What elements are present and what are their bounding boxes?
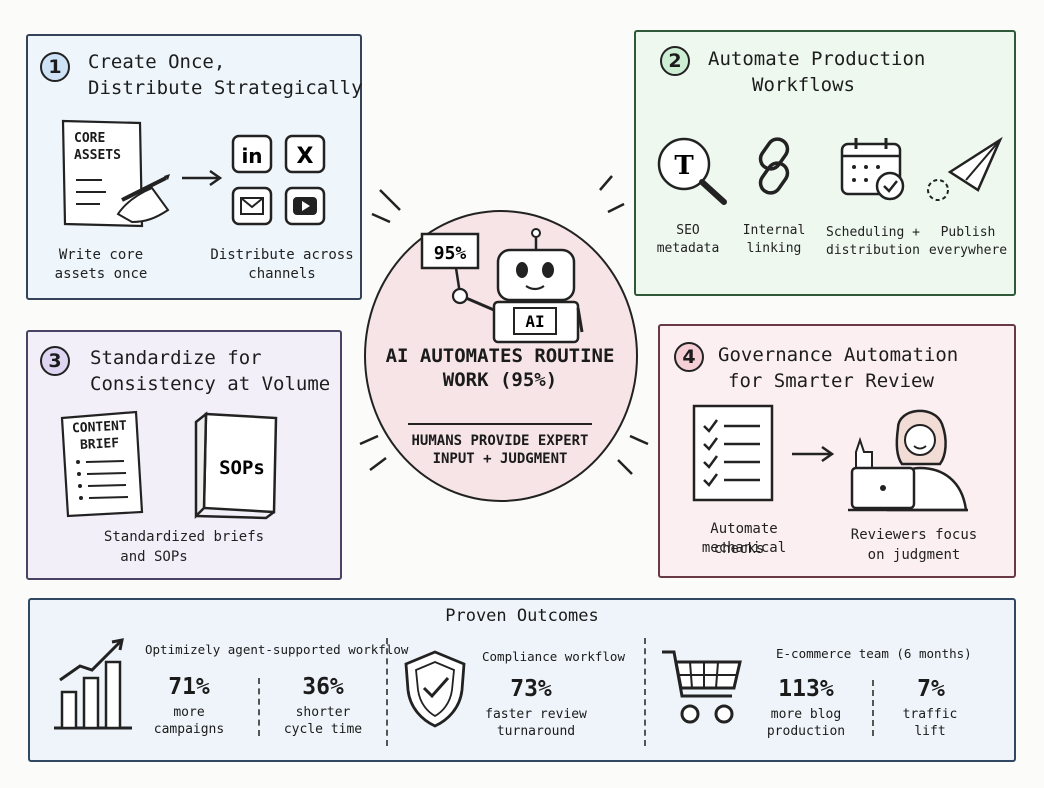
step-number-2: 2 — [660, 46, 690, 76]
stat-71-value: 71% — [168, 674, 210, 700]
stat-113-label-line2: production — [766, 724, 846, 739]
panel2-title-line1: Automate Production — [708, 48, 926, 70]
automate-checks-caption-line1: Automate mechanical — [701, 521, 787, 556]
panel-proven-outcomes — [28, 598, 1016, 762]
core-assets-label-line2: ASSETS — [74, 148, 121, 163]
video-icon — [284, 186, 326, 226]
stat-7-label-line1: traffic — [902, 707, 958, 722]
group3-label: E-commerce team (6 months) — [776, 646, 972, 661]
distribute-caption-line1: Distribute across — [210, 247, 354, 263]
growth-chart-icon — [54, 638, 132, 730]
core-assets-label-line1: CORE — [74, 131, 106, 146]
write-core-caption-line1: Write core — [58, 247, 144, 263]
panel3-title-line1: Standardize for — [90, 347, 262, 369]
robot-chest-label: AI — [525, 312, 544, 331]
email-icon — [231, 186, 273, 226]
stat-71-label-line2: campaigns — [153, 722, 225, 737]
document-writing-icon — [61, 119, 170, 228]
checklist-icon — [692, 404, 774, 502]
distribute-caption-line2: channels — [248, 266, 316, 282]
seo-glyph: T — [674, 151, 694, 181]
seo-caption-line1: SEO — [676, 223, 700, 238]
publish-caption-line1: Publish — [940, 225, 996, 240]
panel4-title-line1: Governance Automation — [718, 344, 959, 366]
write-core-caption-line2: assets once — [54, 266, 148, 282]
panel3-title-line2: Consistency at Volume — [90, 373, 331, 395]
center-divider — [408, 423, 592, 425]
stat-71-label-line1: more — [173, 705, 205, 720]
seo-caption-line2: metadata — [656, 241, 720, 256]
stat-73-label-line1: faster review — [485, 707, 587, 722]
linkedin-glyph: in — [241, 144, 262, 168]
linking-caption-line2: linking — [746, 241, 802, 256]
shopping-cart-icon — [662, 650, 742, 724]
standardized-caption-line1: Standardized briefs — [103, 529, 265, 545]
divider-dashed-2 — [872, 680, 874, 736]
stat-7-value: 7% — [917, 676, 945, 702]
center-headline: AI AUTOMATES ROUTINE WORK (95%) — [385, 345, 615, 391]
paper-plane-icon — [927, 136, 1003, 201]
stat-7-label-line2: lift — [914, 724, 946, 739]
arrow-right-icon-2 — [792, 445, 835, 463]
arrow-right-icon — [182, 169, 223, 187]
step-number-3: 3 — [40, 346, 70, 376]
linking-caption-line1: Internal — [742, 223, 806, 238]
linkedin-icon: in — [231, 134, 273, 174]
sops-label: SOPs — [219, 457, 265, 479]
calendar-check-icon — [840, 138, 905, 201]
content-brief-icon — [60, 410, 144, 518]
chain-link-icon — [758, 137, 790, 195]
publish-caption-line2: everywhere — [928, 243, 1008, 258]
scheduling-caption-line2: distribution — [826, 243, 920, 258]
stat-36-label-line1: shorter — [295, 705, 351, 720]
panel1-title-line1: Create Once, — [88, 51, 226, 73]
x-glyph: X — [297, 144, 314, 169]
stat-73-value: 73% — [510, 676, 552, 702]
standardized-caption-line2: and SOPs — [120, 549, 188, 565]
scheduling-caption-line1: Scheduling + — [826, 225, 920, 240]
divider-dashed — [258, 678, 260, 736]
center-subline: HUMANS PROVIDE EXPERT INPUT + JUDGMENT — [411, 433, 589, 467]
reviewers-caption-line2: on judgment — [867, 547, 961, 563]
stat-113-label-line1: more blog — [770, 707, 842, 722]
stat-113-value: 113% — [778, 676, 834, 702]
section-divider-2 — [644, 638, 646, 746]
reviewer-person-icon — [848, 409, 968, 512]
outcomes-title: Proven Outcomes — [445, 606, 599, 626]
robot-sign-text: 95% — [434, 243, 467, 264]
automate-checks-caption-line2: checks — [713, 541, 765, 557]
stat-36-label-line2: cycle time — [283, 722, 363, 737]
sops-book-icon: SOPs — [194, 411, 278, 520]
panel1-title-line2: Distribute Strategically — [88, 77, 363, 99]
group1-label: Optimizely agent-supported workflow — [145, 642, 409, 657]
panel2-title-line2: Workflows — [752, 74, 855, 96]
seo-magnifier-icon: T — [657, 137, 727, 205]
section-divider-1 — [386, 638, 388, 746]
stat-73-label-line2: turnaround — [496, 724, 576, 739]
shield-check-icon — [404, 650, 466, 728]
robot-mascot-icon: 95% AI — [420, 228, 584, 344]
stat-36-value: 36% — [302, 674, 344, 700]
step-number-4: 4 — [674, 342, 704, 372]
panel4-title-line2: for Smarter Review — [728, 370, 934, 392]
x-icon: X — [284, 134, 326, 174]
step-number-1: 1 — [40, 52, 70, 82]
group2-label: Compliance workflow — [482, 649, 625, 664]
reviewers-caption-line1: Reviewers focus — [850, 527, 978, 543]
